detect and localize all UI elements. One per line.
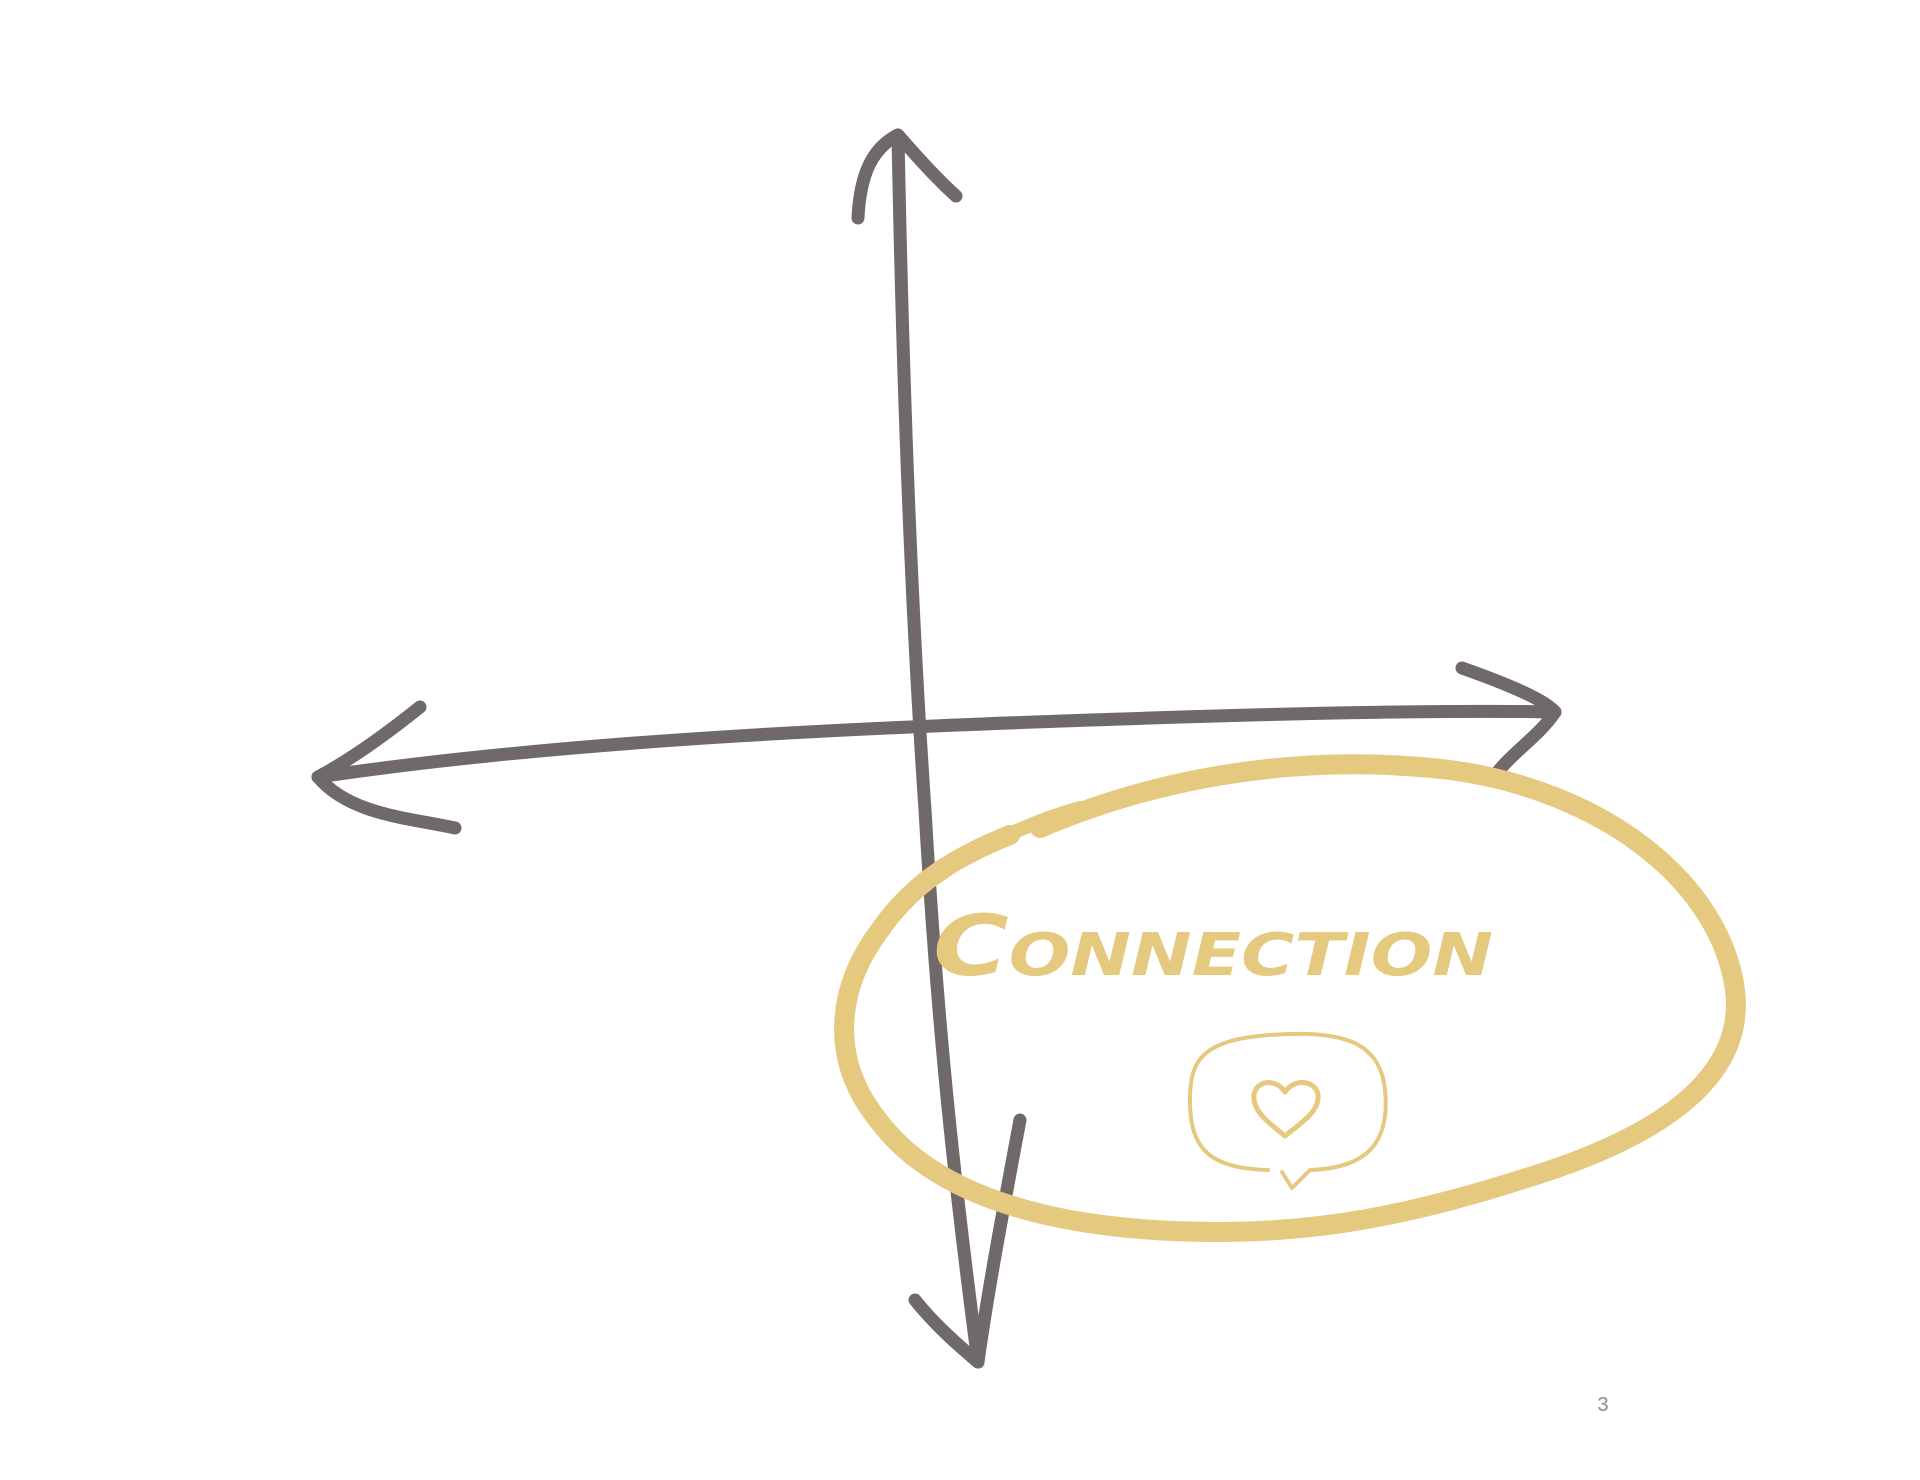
page-number: 3: [1597, 1394, 1609, 1416]
horizontal-axis-left-arrowhead: [311, 700, 462, 835]
speech-bubble-outline: [1188, 1031, 1388, 1190]
connection-highlight: Connection: [834, 754, 1746, 1242]
vertical-axis-line: [891, 128, 985, 1369]
highlight-ellipse-overlap: [928, 801, 1087, 885]
vertical-axis-top-arrowhead: [851, 128, 963, 225]
vertical-axis-bottom-arrowhead: [908, 1113, 1027, 1369]
heart-speech-bubble-icon: [1188, 1031, 1388, 1190]
heart-icon: [1251, 1080, 1321, 1139]
horizontal-axis: [311, 661, 1562, 835]
vertical-axis: [851, 128, 1027, 1369]
horizontal-axis-line: [311, 704, 1562, 784]
connection-label: Connection: [933, 897, 1493, 995]
horizontal-axis-right-arrowhead: [1455, 661, 1562, 782]
highlight-ellipse: [834, 754, 1746, 1242]
